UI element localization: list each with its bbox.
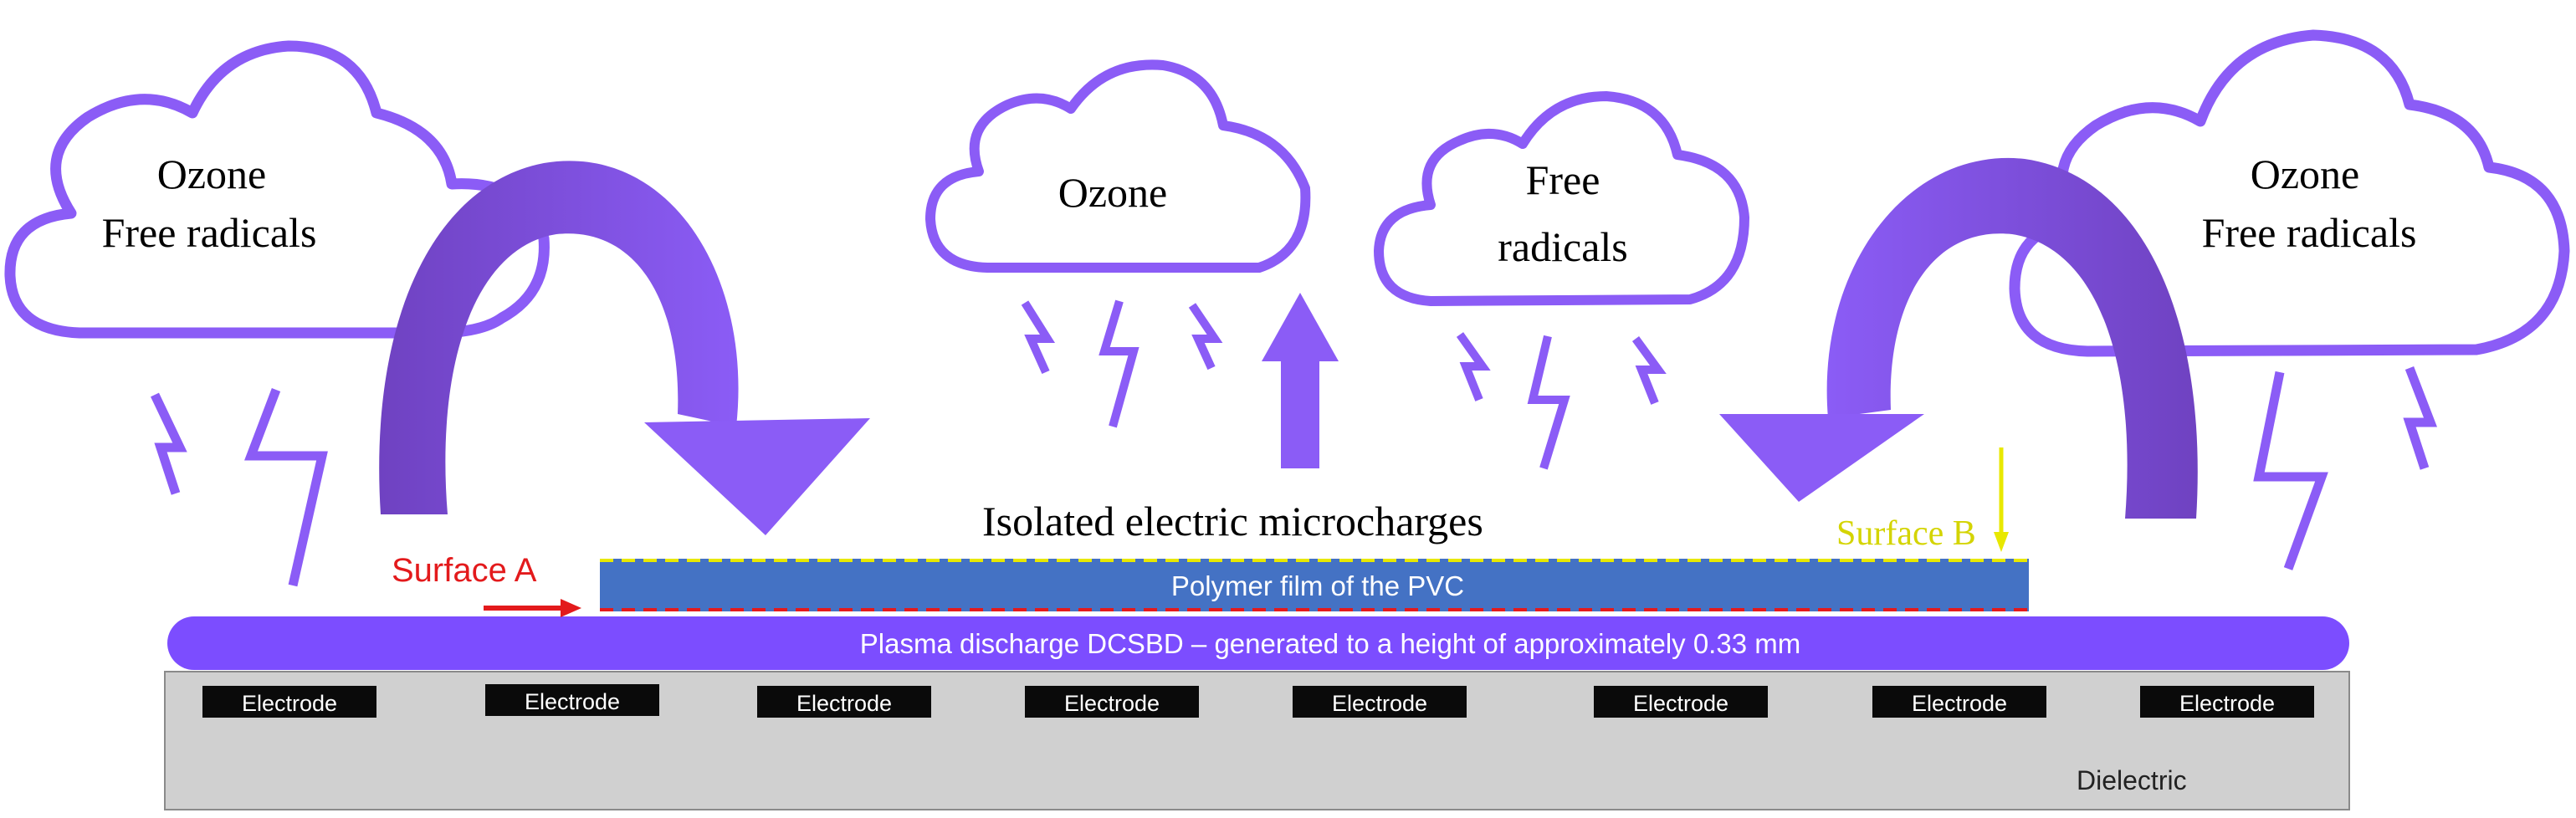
plasma-discharge-label: Plasma discharge DCSBD – generated to a … (860, 628, 1800, 659)
electrode (757, 686, 931, 718)
surface-b-label: Surface B (1836, 514, 1976, 553)
electrode (202, 686, 376, 718)
cloud-center-right-icon (1374, 91, 1749, 306)
cloud-right-line2: Free radicals (2202, 209, 2417, 256)
lightning-icon (2403, 366, 2438, 470)
lightning-icon (2253, 371, 2328, 570)
electrode-label: Electrode (1064, 691, 1160, 716)
curved-arrow-right-icon (1719, 157, 2198, 519)
lightning-icon (1099, 299, 1139, 428)
lightning-icon (1631, 336, 1667, 405)
dielectric-label: Dielectric (2077, 765, 2187, 795)
cloud-center-right-line1: Free (1526, 156, 1600, 203)
electrode-label: Electrode (242, 691, 337, 716)
electrode-label: Electrode (1332, 691, 1427, 716)
electrode-label: Electrode (2179, 691, 2275, 716)
surface-a-label: Surface A (392, 552, 537, 589)
lightning-icon (1527, 335, 1570, 470)
electrode (1872, 686, 2046, 718)
electrode-label: Electrode (525, 689, 620, 714)
lightning-icon (151, 392, 187, 495)
electrode-label: Electrode (796, 691, 892, 716)
cloud-center-left-line1: Ozone (1058, 169, 1168, 216)
curved-arrow-left-icon (379, 161, 870, 535)
up-arrow-icon (1262, 293, 1339, 468)
polymer-film (600, 559, 2029, 611)
polymer-film-label: Polymer film of the PVC (1171, 570, 1464, 601)
electrode (2140, 686, 2314, 718)
electrode (1594, 686, 1768, 718)
lightning-icon (244, 388, 328, 587)
cloud-left-line2: Free radicals (102, 209, 317, 256)
surface-a-arrow-icon (484, 599, 581, 617)
cloud-left-icon (4, 40, 550, 339)
cloud-left-line1: Ozone (157, 151, 267, 197)
lightning-icon (1456, 332, 1491, 401)
electrode-label: Electrode (1633, 691, 1728, 716)
electrode (1025, 686, 1199, 718)
cloud-center-left-icon (925, 59, 1311, 273)
electrode (485, 684, 659, 716)
electrode (1293, 686, 1467, 718)
lightning-icon (1188, 303, 1223, 371)
cloud-right-line1: Ozone (2251, 151, 2360, 197)
surface-b-arrow-icon (1994, 447, 2009, 552)
isolated-microcharges-label: Isolated electric microcharges (982, 498, 1483, 544)
electrode-label: Electrode (1912, 691, 2007, 716)
cloud-center-right-line2: radicals (1498, 223, 1627, 270)
plasma-discharge-band (167, 616, 2349, 670)
lightning-icon (1021, 300, 1056, 375)
electrode-row: Electrode Electrode Electrode Electrode … (202, 684, 2314, 718)
